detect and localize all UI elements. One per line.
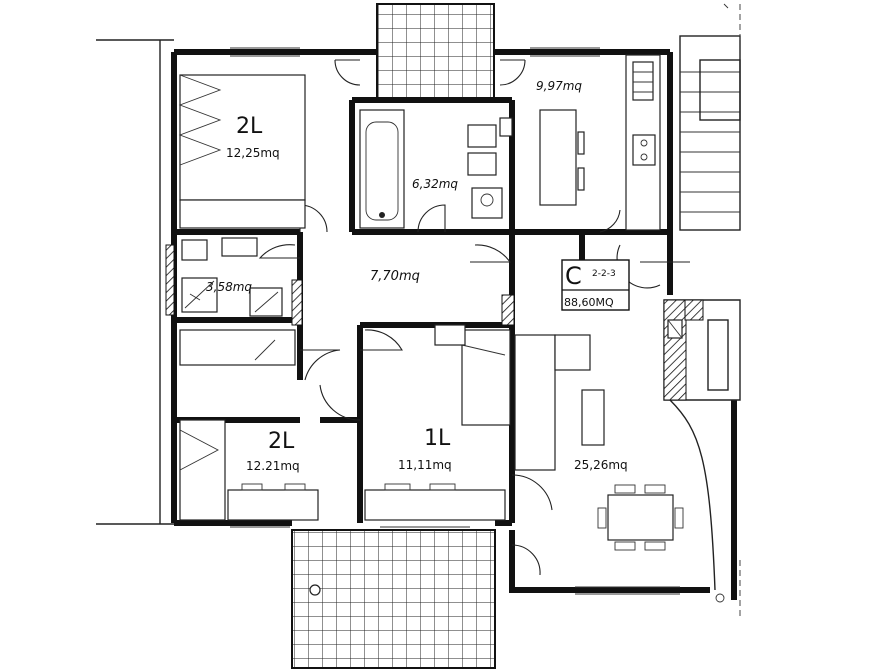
kitchen-counter xyxy=(625,54,661,231)
room-area-wc: 3,58mq xyxy=(206,280,252,294)
edge-marks xyxy=(715,3,741,620)
desk-1l xyxy=(364,483,506,521)
room-label-bedroom-1l: 1L xyxy=(424,426,451,451)
balcony-top xyxy=(376,3,495,103)
room-area-bedroom-1l: 11,11mq xyxy=(398,458,452,472)
room-area-bedroom-2l-top: 12,25mq xyxy=(226,146,280,160)
interior-walls xyxy=(174,97,670,523)
unit-sub: 2-2-3 xyxy=(592,269,616,279)
unit-code: C xyxy=(565,262,582,290)
room-label-bedroom-2l-bottom: 2L xyxy=(268,429,295,454)
bathroom-sanitary xyxy=(467,117,513,219)
bed-top xyxy=(178,74,306,229)
fireplace xyxy=(667,319,683,339)
sofa xyxy=(514,334,591,471)
room-label-bedroom-2l-top: 2L xyxy=(236,114,263,139)
unit-area: 88,60MQ xyxy=(564,296,614,309)
room-labels: 2L 12,25mq 9,97mq 6,32mq 3,58mq 7,70mq 2… xyxy=(206,79,628,473)
hatched-walls xyxy=(165,244,515,326)
wardrobes xyxy=(179,324,511,426)
balcony-bottom xyxy=(291,529,496,669)
stairwell xyxy=(679,35,741,231)
room-area-bathroom: 6,32mq xyxy=(412,177,458,191)
kitchen-table xyxy=(539,109,585,206)
wc-fixtures xyxy=(181,237,283,317)
dining-table xyxy=(597,484,684,551)
bed-bottom-left xyxy=(179,419,319,521)
door-swings xyxy=(258,59,690,576)
room-area-bedroom-2l-bottom: 12.21mq xyxy=(246,459,300,473)
room-area-hallway: 7,70mq xyxy=(370,269,420,284)
unit-label: C 2-2-3 88,60MQ xyxy=(561,259,630,311)
tv-unit xyxy=(581,389,605,446)
room-area-living: 25,26mq xyxy=(574,458,628,472)
room-area-kitchen: 9,97mq xyxy=(536,79,582,93)
bathtub xyxy=(359,109,405,229)
